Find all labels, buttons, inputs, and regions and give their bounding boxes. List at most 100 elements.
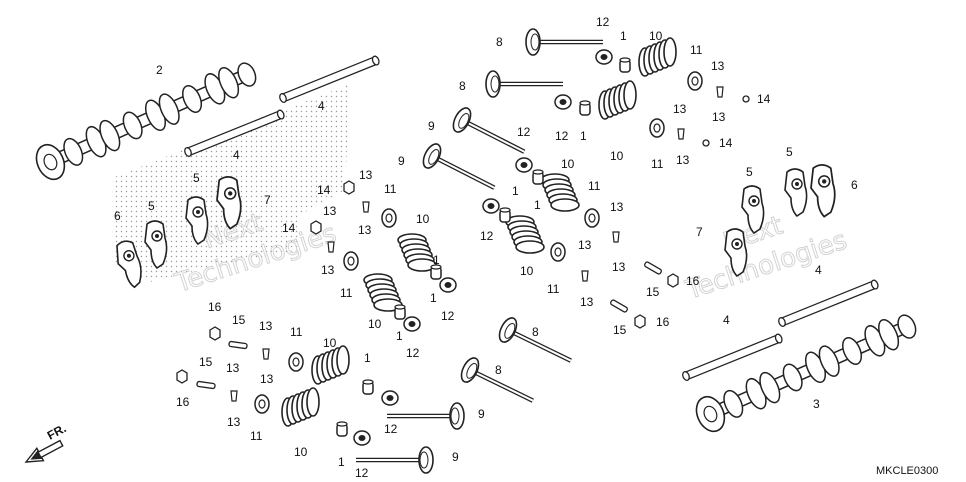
valve-top-1 <box>526 29 603 55</box>
callout-10: 10 <box>610 149 624 163</box>
callout-14: 14 <box>317 183 331 197</box>
valve-mid-2 <box>420 141 500 199</box>
cotter-8 <box>230 390 238 402</box>
callout-13: 13 <box>259 319 273 333</box>
seal-8 <box>336 421 348 437</box>
pin-15-b <box>609 298 629 314</box>
callout-8: 8 <box>459 79 466 93</box>
callout-4: 4 <box>815 263 822 277</box>
washer-7 <box>288 352 304 372</box>
callout-10: 10 <box>520 264 534 278</box>
callout-13: 13 <box>321 263 335 277</box>
nut-16-c <box>209 326 221 341</box>
screw-14-a <box>742 95 750 103</box>
callout-12: 12 <box>517 125 531 139</box>
callout-16: 16 <box>208 300 222 314</box>
callout-1: 1 <box>512 184 519 198</box>
callout-1: 1 <box>364 351 371 365</box>
callout-1: 1 <box>433 253 440 267</box>
callout-1: 1 <box>534 198 541 212</box>
valve-low-1 <box>496 315 577 372</box>
callout-1: 1 <box>580 129 587 143</box>
callout-13: 13 <box>673 102 687 116</box>
pin-15-d <box>196 380 216 390</box>
screw-14-b <box>702 139 710 147</box>
callout-13: 13 <box>226 361 240 375</box>
callout-13: 13 <box>610 200 624 214</box>
callout-9: 9 <box>452 450 459 464</box>
callout-11: 11 <box>547 282 560 296</box>
callout-8: 8 <box>532 325 539 339</box>
spring-mid-1 <box>540 173 580 212</box>
callout-12: 12 <box>406 346 420 360</box>
spring-mid-2 <box>505 215 545 254</box>
callout-15: 15 <box>199 355 213 369</box>
callout-15: 15 <box>232 313 246 327</box>
callout-5: 5 <box>746 165 753 179</box>
callout-3: 3 <box>813 397 820 411</box>
seal-1 <box>619 57 631 73</box>
callout-5: 5 <box>786 145 793 159</box>
camshaft-exhaust <box>695 307 921 436</box>
callout-9: 9 <box>478 407 485 421</box>
callout-11: 11 <box>340 286 353 300</box>
callout-4: 4 <box>723 313 730 327</box>
callout-14: 14 <box>719 136 733 150</box>
callout-1: 1 <box>430 291 437 305</box>
callout-9: 9 <box>398 154 405 168</box>
nut-16-b <box>634 314 646 329</box>
callout-10: 10 <box>416 212 430 226</box>
callout-12: 12 <box>555 129 569 143</box>
spring-left-1 <box>397 233 437 272</box>
callout-5: 5 <box>148 199 155 213</box>
callout-14: 14 <box>282 221 296 235</box>
callout-7: 7 <box>264 193 271 207</box>
callout-13: 13 <box>260 372 274 386</box>
retainer-8 <box>353 430 371 446</box>
rocker-arm-right-2 <box>784 168 808 217</box>
rocker-shaft-right-a <box>778 279 880 327</box>
callout-16: 16 <box>686 274 700 288</box>
callout-11: 11 <box>588 179 601 193</box>
callout-1: 1 <box>396 329 403 343</box>
washer-8 <box>254 394 270 414</box>
cotter-6 <box>581 270 589 282</box>
seal-3 <box>532 169 544 185</box>
retainer-2 <box>554 94 572 110</box>
callout-1: 1 <box>620 29 627 43</box>
callout-13: 13 <box>711 59 725 73</box>
callout-6: 6 <box>114 209 121 223</box>
cotter-7 <box>262 348 270 360</box>
seal-7 <box>362 379 374 395</box>
callout-13: 13 <box>578 238 592 252</box>
washer-5 <box>381 208 397 228</box>
callout-8: 8 <box>496 35 503 49</box>
cotter-5 <box>612 231 620 243</box>
nut-16-a <box>667 273 679 288</box>
callout-7: 7 <box>696 225 703 239</box>
retainer-3 <box>515 157 533 173</box>
callout-13: 13 <box>676 153 690 167</box>
callout-12: 12 <box>384 422 398 436</box>
washer-2 <box>649 118 665 138</box>
valve-top-2 <box>486 71 563 97</box>
callout-11: 11 <box>651 157 664 171</box>
spring-bottom-2 <box>281 387 320 427</box>
cotter-3 <box>362 201 370 213</box>
washer-1 <box>687 71 703 91</box>
callout-8: 8 <box>495 363 502 377</box>
callout-13: 13 <box>323 204 337 218</box>
callout-10: 10 <box>649 29 663 43</box>
callout-11: 11 <box>384 182 397 196</box>
callout-12: 12 <box>355 466 369 480</box>
callout-9: 9 <box>428 119 435 133</box>
callout-13: 13 <box>358 223 372 237</box>
pin-15-a <box>643 260 663 276</box>
cotter-2 <box>677 128 685 140</box>
cotter-4 <box>327 241 335 253</box>
callout-13: 13 <box>359 168 373 182</box>
callout-10: 10 <box>323 336 337 350</box>
callout-11: 11 <box>290 325 303 339</box>
callout-15: 15 <box>613 323 627 337</box>
